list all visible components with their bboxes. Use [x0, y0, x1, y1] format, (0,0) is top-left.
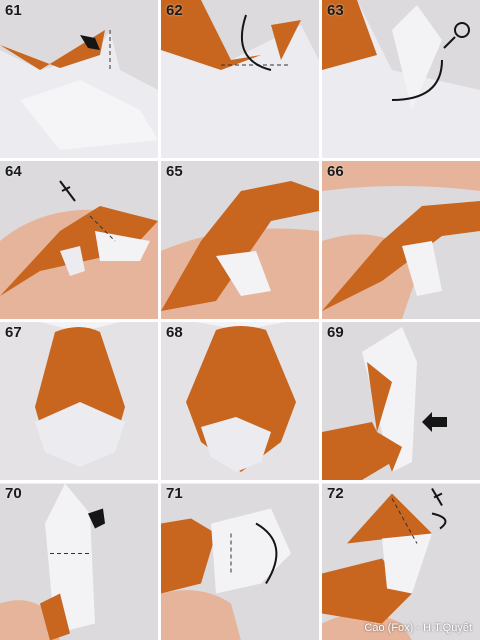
step-70-panel: 70	[0, 483, 158, 640]
step-number: 63	[327, 2, 344, 19]
step-67-panel: 67	[0, 322, 158, 480]
valley-fold-line-icon	[59, 180, 76, 202]
step-69-panel: 69	[322, 322, 480, 480]
step-69-photo	[322, 322, 480, 480]
step-number: 71	[166, 485, 183, 502]
step-63-panel: 63	[322, 0, 480, 158]
eye-view-icon	[443, 22, 470, 49]
curved-arrow-icon	[241, 14, 272, 71]
step-68-panel: 68	[161, 322, 319, 480]
push-arrow-icon	[422, 412, 447, 432]
step-number: 62	[166, 2, 183, 19]
step-number: 66	[327, 163, 344, 180]
step-70-photo	[0, 483, 158, 640]
step-63-photo	[322, 0, 480, 158]
step-67-photo	[0, 322, 158, 480]
step-number: 67	[5, 324, 22, 341]
step-68-photo	[161, 322, 319, 480]
step-64-photo	[0, 161, 158, 319]
step-72-panel: 72 Cáo (Fox) - H.T.Quyết	[322, 483, 480, 640]
step-number: 68	[166, 324, 183, 341]
step-71-photo	[161, 483, 319, 640]
curved-arrow-icon	[431, 512, 447, 530]
step-number: 64	[5, 163, 22, 180]
step-61-photo	[0, 0, 158, 158]
step-number: 70	[5, 485, 22, 502]
step-number: 61	[5, 2, 22, 19]
step-66-photo	[322, 161, 480, 319]
push-arrow-icon	[88, 508, 105, 529]
push-arrow-icon	[80, 35, 100, 50]
step-66-panel: 66	[322, 161, 480, 319]
step-number: 69	[327, 324, 344, 341]
step-number: 65	[166, 163, 183, 180]
valley-fold-line-icon	[431, 487, 443, 507]
step-65-panel: 65	[161, 161, 319, 319]
curved-arrow-icon	[255, 522, 278, 585]
step-64-panel: 64	[0, 161, 158, 319]
step-62-panel: 62	[161, 0, 319, 158]
step-71-panel: 71	[161, 483, 319, 640]
step-number: 72	[327, 485, 344, 502]
step-62-photo	[161, 0, 319, 158]
step-61-panel: 61	[0, 0, 158, 158]
step-65-photo	[161, 161, 319, 319]
step-72-photo	[322, 483, 480, 640]
curved-arrow-icon	[391, 59, 443, 101]
credit-caption: Cáo (Fox) - H.T.Quyết	[364, 622, 472, 634]
